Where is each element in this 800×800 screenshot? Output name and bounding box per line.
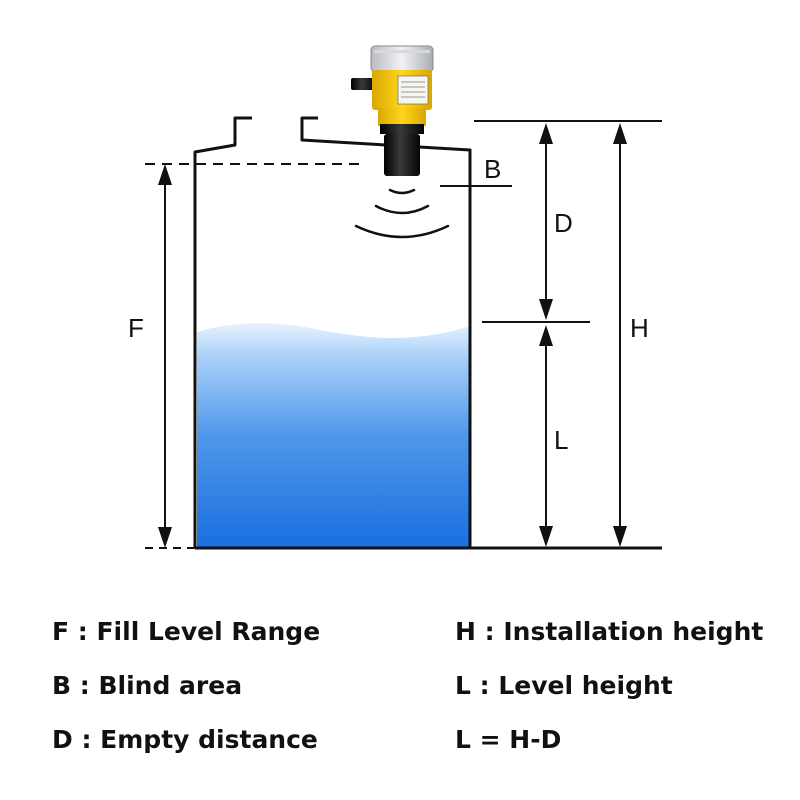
- legend-text: Fill Level Range: [96, 617, 321, 646]
- legend-key: D: [52, 725, 73, 754]
- legend-installation-height: H : Installation height: [455, 617, 763, 647]
- legend-text: Empty distance: [100, 725, 318, 754]
- label-l: L: [554, 425, 568, 455]
- legend-empty-distance: D : Empty distance: [52, 725, 318, 755]
- legend-separator: :: [72, 725, 101, 754]
- legend-key: H: [455, 617, 476, 646]
- legend-text: Installation height: [503, 617, 764, 646]
- legend-separator: :: [475, 617, 504, 646]
- legend-blind-area: B : Blind area: [52, 671, 242, 701]
- label-d: D: [554, 208, 573, 238]
- legend-formula: L = H-D: [455, 725, 561, 755]
- legend-separator: :: [71, 671, 99, 700]
- legend-level-height: L : Level height: [455, 671, 673, 701]
- legend-key: F: [52, 617, 70, 646]
- legend-separator: :: [470, 671, 499, 700]
- label-b: B: [484, 154, 501, 184]
- level-height-arrow: [539, 325, 553, 547]
- label-h: H: [630, 313, 649, 343]
- sound-wave-icon: [354, 188, 450, 239]
- formula-text: L = H-D: [455, 725, 562, 754]
- legend-key: L: [455, 671, 471, 700]
- legend-fill-level-range: F : Fill Level Range: [52, 617, 320, 647]
- legend-key: B: [52, 671, 72, 700]
- legend-text: Level height: [498, 671, 673, 700]
- liquid-icon: [197, 323, 470, 548]
- empty-distance-arrow: [539, 123, 553, 320]
- legend-separator: :: [69, 617, 97, 646]
- label-f: F: [128, 313, 144, 343]
- ultrasonic-level-sensor-icon: [351, 45, 434, 176]
- legend-text: Blind area: [98, 671, 243, 700]
- installation-height-arrow: [613, 123, 627, 547]
- fill-range-arrow: [158, 164, 172, 548]
